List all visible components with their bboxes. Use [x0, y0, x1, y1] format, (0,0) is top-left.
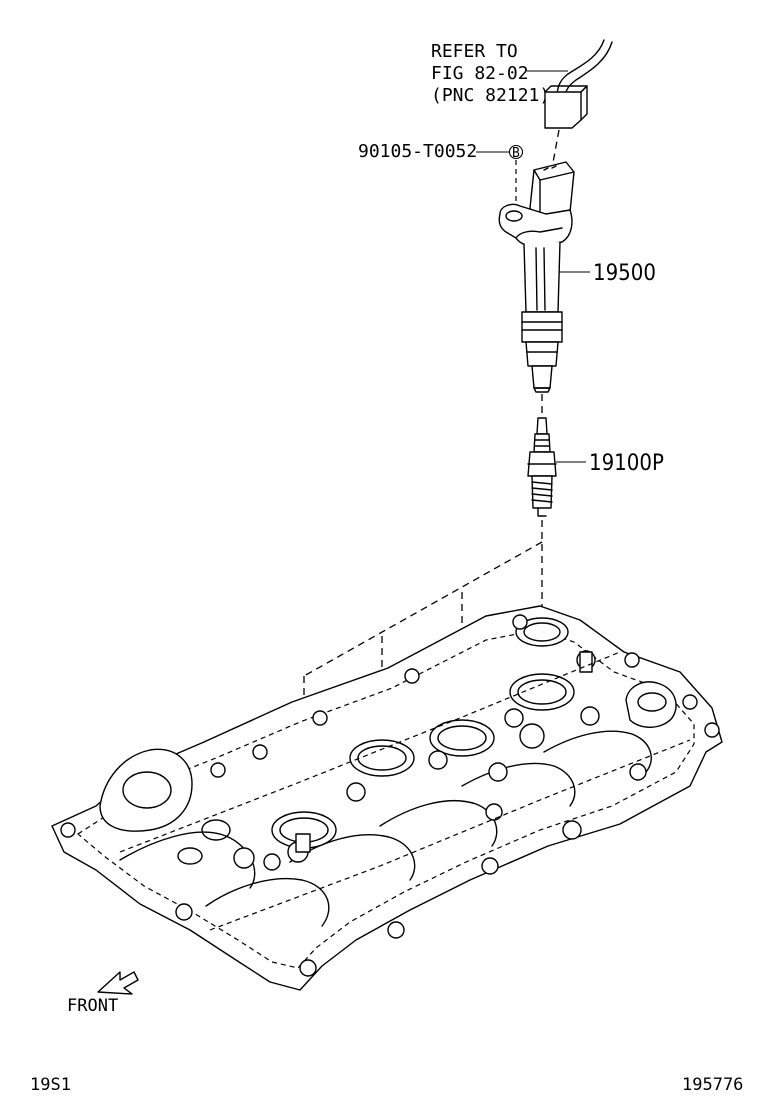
reference-line-1: REFER TO [431, 41, 518, 62]
ignition-coil-callout[interactable]: 19500 [559, 261, 656, 286]
reference-line-2: FIG 82-02 [431, 63, 529, 84]
footer-left-code: 19S1 [30, 1075, 71, 1095]
bolt-part-number: 90105-T0052 [358, 141, 477, 162]
bolt-marker [508, 144, 524, 160]
spark-plug-part-number: 19100P [589, 451, 664, 476]
spark-plug-icon[interactable] [527, 417, 557, 517]
ignition-coil-icon[interactable] [498, 161, 575, 393]
front-direction-indicator: FRONT [67, 971, 139, 1016]
reference-line-3: (PNC 82121) [431, 85, 550, 106]
front-label: FRONT [67, 996, 118, 1016]
wire-harness-icon [556, 39, 613, 97]
ignition-coil-part-number: 19500 [593, 261, 656, 286]
bolt-callout[interactable]: 90105-T0052 B [358, 141, 524, 162]
spark-plug-callout[interactable]: 19100P [556, 451, 664, 476]
front-arrow-icon [97, 971, 139, 995]
connector-guide-line [551, 129, 560, 169]
cylinder-head-cover-icon [51, 605, 723, 991]
bolt-marker-letter: B [512, 146, 520, 161]
footer-right-code: 195776 [682, 1075, 743, 1095]
reference-callout[interactable]: REFER TO FIG 82-02 (PNC 82121) [431, 41, 568, 106]
connector-icon [544, 85, 588, 129]
